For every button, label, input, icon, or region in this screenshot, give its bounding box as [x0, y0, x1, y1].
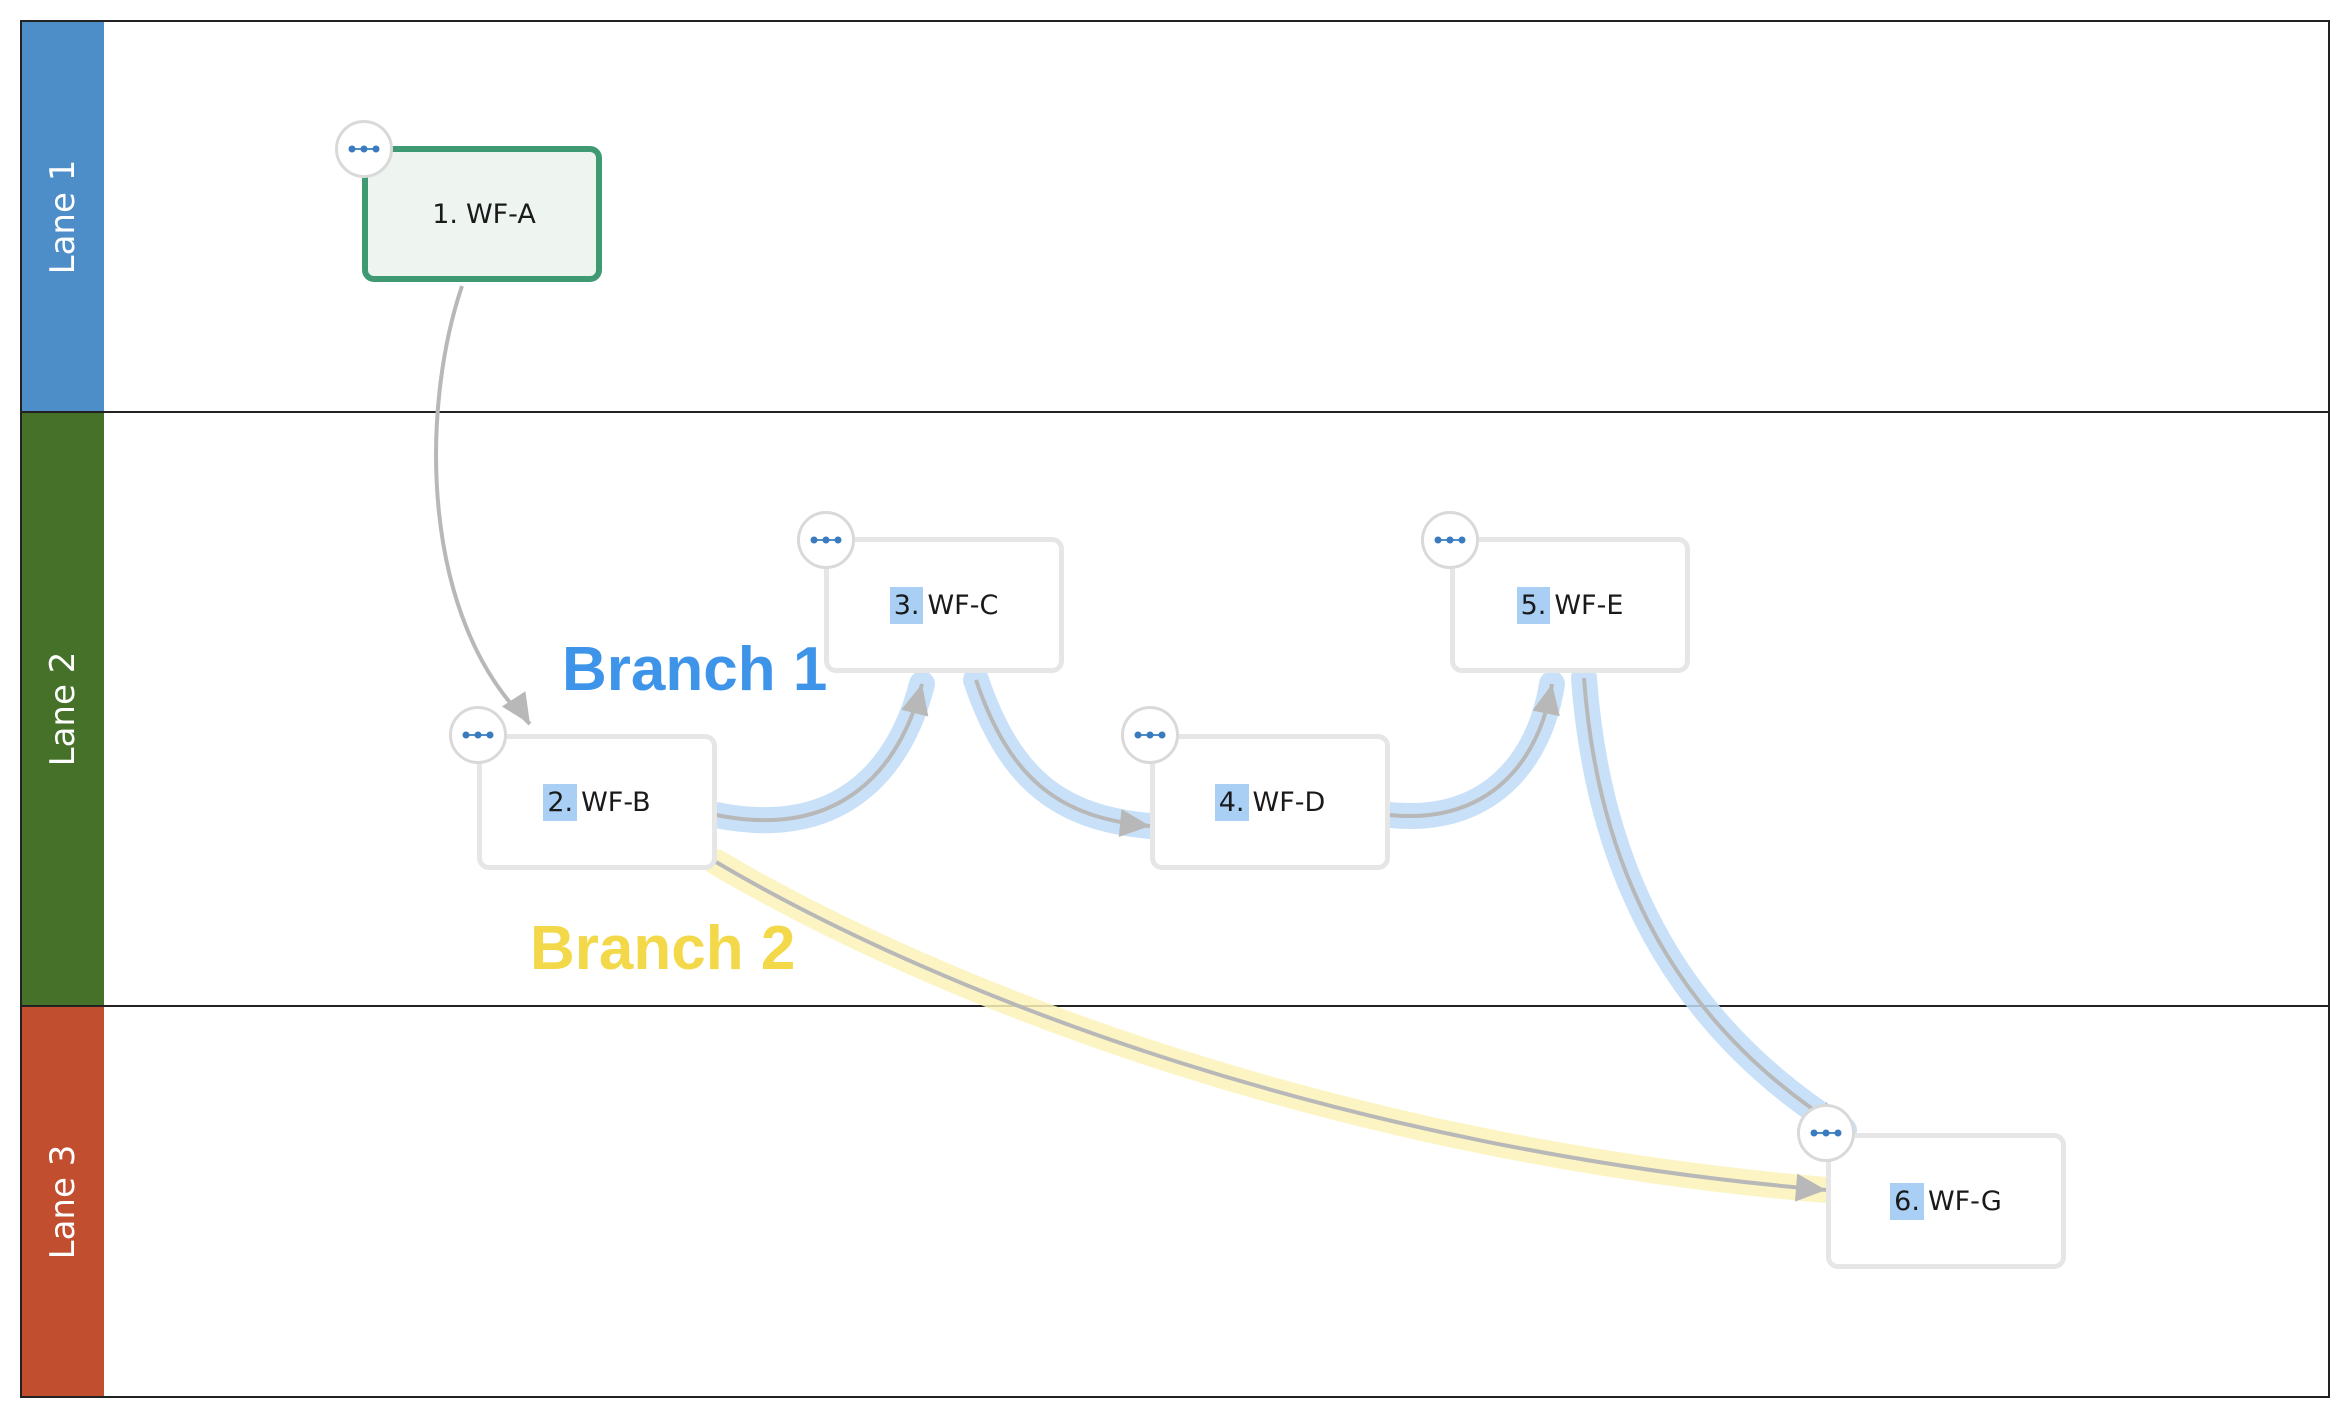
edge-highlight-wf-b-wf-g: [703, 849, 1839, 1203]
edge-wf-c-wf-d[interactable]: [974, 679, 1151, 828]
node-wf-c[interactable]: 3. WF-C: [824, 537, 1064, 673]
more-dots-icon: [810, 536, 842, 544]
edge-highlight-wf-e-wf-g: [1571, 665, 1857, 1143]
edge-wf-e-wf-g[interactable]: [1582, 677, 1846, 1132]
node-wf-a[interactable]: 1. WF-A: [362, 146, 602, 282]
lane-2-header: Lane 2: [22, 413, 104, 1005]
edge-arrowhead-wf-b-wf-g: [1794, 1173, 1826, 1202]
node-number: 2.: [543, 783, 578, 821]
node-name: WF-G: [1927, 1185, 2002, 1217]
node-number: 1.: [432, 198, 458, 230]
node-number: 3.: [889, 586, 924, 624]
edge-arrowhead-wf-c-wf-d: [1118, 809, 1150, 837]
edge-wf-a-wf-b[interactable]: [434, 285, 532, 726]
node-wf-b[interactable]: 2. WF-B: [477, 734, 717, 870]
node-wf-c-more-button[interactable]: [797, 511, 855, 569]
node-wf-d[interactable]: 4. WF-D: [1150, 734, 1390, 870]
node-wf-d-more-button[interactable]: [1121, 706, 1179, 764]
edge-arrowhead-wf-b-wf-c: [901, 684, 929, 717]
more-dots-icon: [1434, 536, 1466, 544]
node-name: WF-E: [1554, 589, 1624, 621]
node-number: 6.: [1890, 1182, 1924, 1220]
node-number: 5.: [1516, 586, 1551, 624]
lane-3: Lane 3: [20, 1005, 2330, 1398]
node-wf-a-more-button[interactable]: [335, 120, 393, 178]
node-wf-g-more-button[interactable]: [1797, 1104, 1855, 1162]
edge-arrowhead-wf-d-wf-e: [1532, 684, 1560, 717]
node-wf-b-more-button[interactable]: [449, 706, 507, 764]
edge-wf-b-wf-g[interactable]: [714, 860, 1827, 1192]
branch-2-label: Branch 2: [530, 914, 796, 983]
lane-3-header: Lane 3: [22, 1007, 104, 1396]
more-dots-icon: [462, 731, 494, 739]
node-name: WF-A: [465, 198, 536, 230]
edge-arrowhead-wf-a-wf-b: [501, 691, 530, 724]
node-wf-g[interactable]: 6. WF-G: [1826, 1133, 2066, 1269]
more-dots-icon: [348, 145, 380, 153]
lane-1-header: Lane 1: [22, 22, 104, 411]
node-wf-e-more-button[interactable]: [1421, 511, 1479, 569]
edge-highlight-wf-c-wf-d: [963, 667, 1163, 839]
node-name: WF-B: [581, 786, 651, 818]
more-dots-icon: [1810, 1129, 1842, 1137]
node-name: WF-D: [1252, 786, 1326, 818]
more-dots-icon: [1134, 731, 1166, 739]
branch-1-label: Branch 1: [562, 635, 828, 704]
edge-wf-b-wf-c[interactable]: [715, 683, 924, 822]
node-name: WF-C: [927, 589, 999, 621]
node-wf-e[interactable]: 5. WF-E: [1450, 537, 1690, 673]
node-number: 4.: [1214, 783, 1249, 821]
